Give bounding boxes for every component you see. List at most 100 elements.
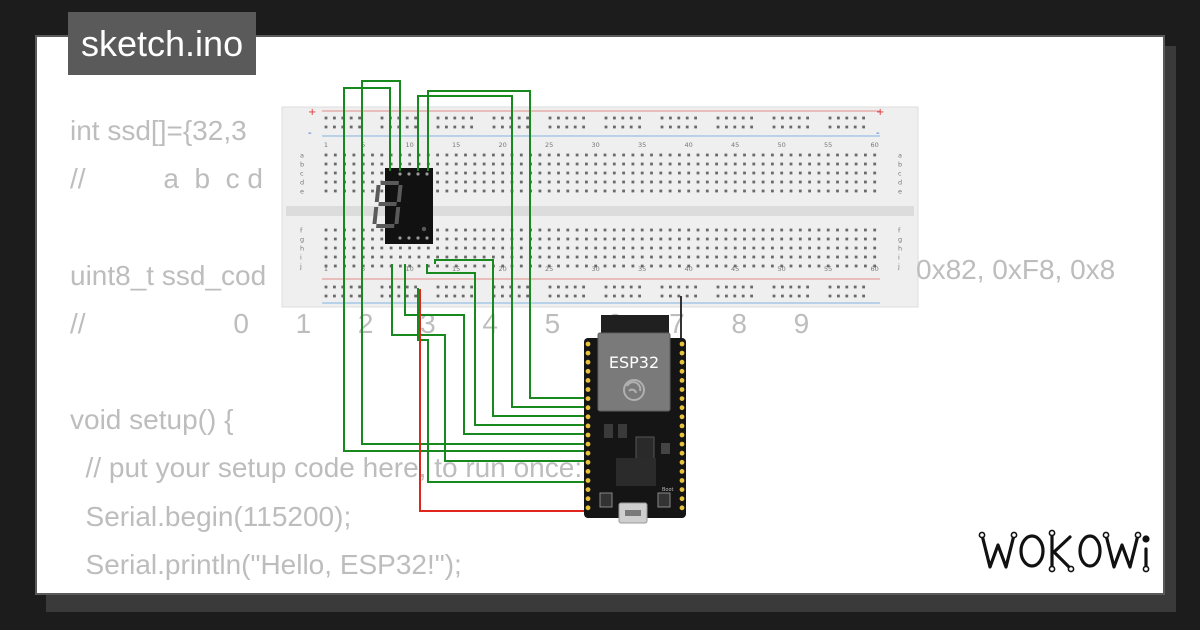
rail-hole: [797, 294, 801, 298]
esp32-pin: [679, 414, 685, 420]
boot-button[interactable]: [657, 492, 671, 508]
rail-hole: [604, 116, 608, 120]
breadboard-hole: [333, 255, 337, 259]
breadboard-hole: [826, 189, 830, 193]
column-number: 50: [778, 265, 786, 273]
breadboard-hole: [845, 153, 849, 157]
breadboard-hole: [752, 255, 756, 259]
segment-d: [376, 224, 395, 228]
column-number: 60: [871, 141, 879, 149]
green-wire[interactable]: [427, 90, 586, 399]
breadboard-hole: [473, 180, 477, 184]
breadboard-hole: [826, 162, 830, 166]
breadboard-hole: [631, 162, 635, 166]
green-wire[interactable]: [404, 264, 586, 435]
en-button[interactable]: [599, 492, 613, 508]
breadboard-hole: [585, 153, 588, 157]
breadboard-hole: [333, 246, 337, 250]
segment-f: [374, 185, 381, 202]
breadboard-hole: [696, 246, 700, 250]
breadboard-hole: [585, 228, 588, 232]
file-title-tab[interactable]: sketch.ino: [68, 12, 257, 75]
esp32-pin: [585, 478, 591, 483]
row-letter: i: [898, 254, 900, 262]
breadboard-hole: [436, 162, 439, 166]
rail-hole: [405, 294, 409, 298]
breadboard-hole: [399, 246, 402, 250]
breadboard-hole: [864, 153, 867, 157]
breadboard-hole: [445, 264, 449, 268]
breadboard-hole: [501, 171, 505, 175]
rail-hole: [380, 125, 384, 129]
breadboard-hole: [352, 246, 356, 250]
regulator-chip: [635, 436, 655, 460]
esp32-pin: [679, 478, 685, 483]
green-wire[interactable]: [426, 264, 586, 426]
rail-minus-label: -: [308, 128, 312, 139]
breadboard-hole: [538, 264, 542, 268]
breadboard-hole: [631, 228, 635, 232]
breadboard-hole: [687, 171, 691, 175]
breadboard-hole: [705, 153, 709, 157]
breadboard-hole: [687, 162, 691, 166]
green-wire[interactable]: [417, 95, 586, 408]
breadboard-hole: [454, 180, 458, 184]
breadboard-hole: [473, 246, 477, 250]
breadboard-hole: [324, 171, 328, 175]
rail-hole: [565, 125, 569, 129]
breadboard-hole: [705, 246, 709, 250]
breadboard-hole: [687, 255, 691, 259]
rail-hole: [669, 125, 672, 129]
esp32-pin: [679, 459, 685, 465]
green-wire[interactable]: [391, 264, 586, 462]
esp32-pin: [585, 414, 591, 420]
breadboard-hole: [389, 162, 393, 166]
breadboard-hole: [612, 237, 616, 241]
breadboard-hole: [696, 171, 700, 175]
breadboard-hole: [752, 237, 756, 241]
rail-hole: [685, 116, 689, 120]
display-pin: [407, 236, 411, 240]
breadboard-hole: [566, 264, 570, 268]
breadboard-hole: [612, 162, 616, 166]
breadboard-hole: [566, 237, 570, 241]
rail-hole: [733, 285, 737, 289]
rail-hole: [781, 285, 784, 289]
red-wire[interactable]: [419, 289, 586, 512]
rail-hole: [526, 294, 529, 298]
esp32-pin: [585, 505, 591, 511]
breadboard-hole: [836, 264, 839, 268]
breadboard-hole: [492, 255, 495, 259]
breadboard-hole: [436, 264, 439, 268]
breadboard-hole: [603, 153, 607, 157]
green-wire[interactable]: [361, 80, 586, 445]
breadboard-hole: [389, 246, 393, 250]
breadboard-hole: [854, 180, 858, 184]
breadboard-hole: [743, 171, 746, 175]
green-wire[interactable]: [417, 288, 586, 483]
rail-hole: [582, 294, 585, 298]
green-wire[interactable]: [434, 259, 586, 417]
breadboard-hole: [659, 162, 663, 166]
display-pin: [398, 236, 402, 240]
row-letter: i: [300, 254, 302, 262]
breadboard-hole: [547, 189, 551, 193]
rail-hole: [638, 125, 641, 129]
breadboard-hole: [780, 162, 784, 166]
breadboard-hole: [668, 264, 672, 268]
rail-hole: [333, 116, 336, 120]
green-wire[interactable]: [343, 87, 586, 452]
breadboard-hole: [352, 162, 356, 166]
breadboard-hole: [585, 255, 588, 259]
rail-hole: [389, 294, 392, 298]
breadboard-hole: [361, 246, 365, 250]
breadboard-hole: [594, 171, 598, 175]
breadboard-hole: [538, 153, 542, 157]
display-pin: [398, 172, 402, 176]
breadboard-hole: [324, 237, 328, 241]
rail-hole: [789, 294, 793, 298]
esp32-pin: [679, 368, 685, 374]
breadboard-hole: [798, 237, 802, 241]
breadboard-hole: [445, 255, 449, 259]
